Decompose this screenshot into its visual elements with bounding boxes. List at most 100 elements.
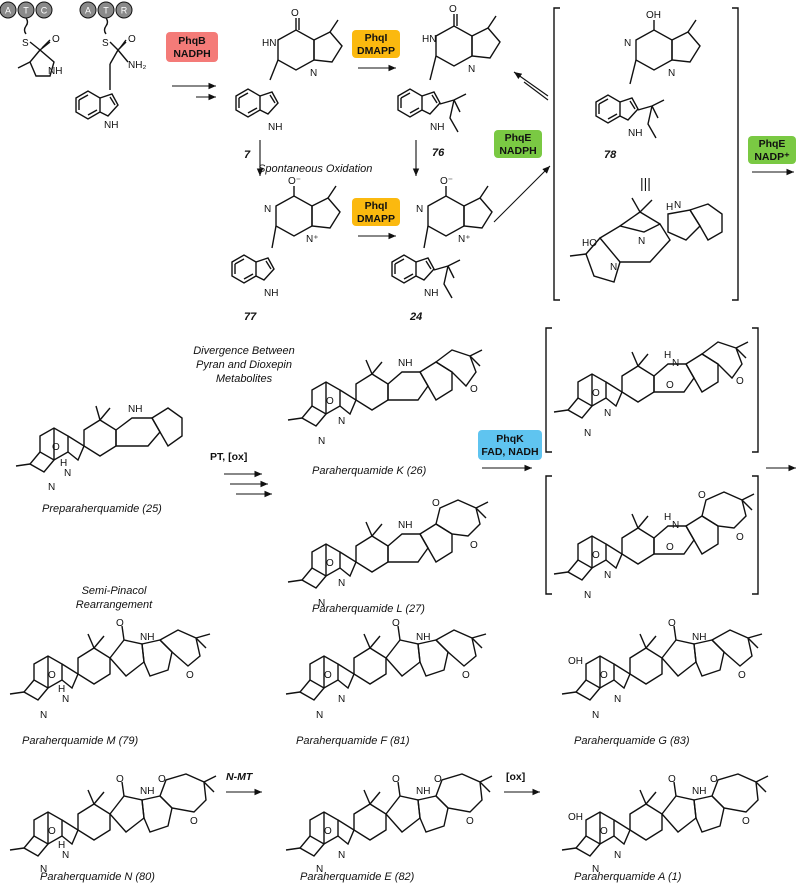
c78b-ho: HO: [582, 238, 597, 249]
c1-o-oxindole: O: [668, 774, 676, 785]
compound-26-label-text: Paraherquamide K (26): [312, 465, 427, 477]
compound-78-3d-structure: H N HO N N: [569, 197, 723, 283]
compound-83-structure: O NH O OH O N N: [561, 618, 763, 721]
epoxide-pyran-structure: H N O O O N N: [553, 341, 749, 439]
phqi-top-cofactor: DMAPP: [357, 45, 395, 57]
c27-o2: O: [470, 540, 478, 551]
atom-o2: O: [128, 34, 136, 45]
compound-82-structure: O NH O O O N N: [285, 773, 493, 875]
compound-76-label: 76: [432, 147, 445, 159]
c80-o1: O: [158, 774, 166, 785]
domain-a2-label: A: [85, 6, 91, 16]
c82-n2: N: [316, 864, 323, 875]
c79-o-oxindole: O: [116, 618, 124, 629]
phqe-nadp-name: PhqE: [759, 138, 786, 150]
epox1-o-pyran: O: [736, 376, 744, 387]
compound-79-structure: O NH O O H N N: [9, 618, 211, 721]
pt-ox-label: PT, [ox]: [210, 451, 247, 463]
c81-o-oxindole: O: [392, 618, 400, 629]
c7-o: O: [291, 8, 299, 19]
c81-n2: N: [316, 710, 323, 721]
c78-n2: N: [668, 68, 675, 79]
c24-nh: NH: [424, 288, 438, 299]
c77-n1: N: [264, 204, 271, 215]
c80-n1: N: [62, 850, 69, 861]
c77-n2: N⁺: [306, 234, 319, 245]
divergence-note: Divergence Between Pyran and Dioxepin Me…: [193, 345, 295, 385]
phqi-bottom-box: [352, 198, 400, 226]
epox2-o: O: [666, 542, 674, 553]
c79-n2: N: [40, 710, 47, 721]
bracket-epox1-right: [752, 327, 759, 453]
c7-hn: HN: [262, 38, 276, 49]
c1-n1: N: [614, 850, 621, 861]
atom-o: O: [52, 34, 60, 45]
c1-nh: NH: [692, 786, 706, 797]
c81-nh: NH: [416, 632, 430, 643]
c1-o2: O: [742, 816, 750, 827]
phqi-top-name: PhqI: [365, 32, 388, 44]
c1-oh: OH: [568, 812, 583, 823]
arrow-78-to-76: [513, 71, 549, 97]
c25-n2: N: [48, 482, 55, 493]
c77-o: O⁻: [288, 176, 301, 187]
proline-thioester-structure: S O NH: [17, 17, 62, 77]
c78b-h: H: [666, 202, 673, 213]
c83-o: O: [600, 670, 608, 681]
domain-c: C: [35, 1, 53, 19]
epox2-n1: N: [604, 570, 611, 581]
c78b-n3: N: [610, 262, 617, 273]
compound-26-label: Paraherquamide K (26): [312, 465, 427, 477]
domain-a1-label: A: [5, 6, 11, 16]
epoxide-dioxepin-structure: H N O O O O N N: [553, 490, 755, 601]
c78b-n2: N: [638, 236, 645, 247]
atom-nh2: NH₂: [128, 60, 146, 71]
compound-77-label: 77: [244, 311, 257, 323]
c79-h: H: [58, 684, 65, 695]
c77-nh: NH: [264, 288, 278, 299]
atom-nh: NH: [48, 66, 62, 77]
compound-81-structure: O NH O O N N: [285, 618, 487, 721]
domain-c-label: C: [41, 6, 48, 16]
c76-n: N: [468, 64, 475, 75]
bracket-78-left: [553, 7, 560, 301]
nrps-domains: A T C A T R: [0, 1, 133, 19]
c82-o2: O: [466, 816, 474, 827]
c26-o-pyran: O: [470, 384, 478, 395]
c79-o: O: [48, 670, 56, 681]
epox2-n: N: [672, 520, 679, 531]
c80-nh: NH: [140, 786, 154, 797]
phqi-top-box: [352, 30, 400, 58]
compound-24-structure: O⁻ N N⁺ NH: [391, 176, 493, 299]
phqe-nadph-name: PhqE: [505, 132, 532, 144]
c79-n1: N: [62, 694, 69, 705]
enzyme-phqi-top: PhqI DMAPP: [352, 30, 400, 58]
c83-o-pyran: O: [738, 670, 746, 681]
compound-1-label: Paraherquamide A (1): [574, 871, 682, 883]
c1-n2: N: [592, 864, 599, 875]
c7-n: N: [310, 68, 317, 79]
domain-a2: A: [79, 1, 97, 19]
c7-nh: NH: [268, 122, 282, 133]
c82-n1: N: [338, 850, 345, 861]
c76-o: O: [449, 4, 457, 15]
atom-s2: S: [102, 38, 109, 49]
phqe-nadp-box: [748, 136, 796, 164]
c27-n2: N: [318, 598, 325, 609]
compound-80-label: Paraherquamide N (80): [40, 871, 155, 883]
phqe-nadph-cofactor: NADPH: [499, 145, 536, 157]
c26-o: O: [326, 396, 334, 407]
c80-o: O: [48, 826, 56, 837]
bracket-epox2-left: [545, 475, 552, 595]
domain-r: R: [115, 1, 133, 19]
compound-7-structure: O HN N NH: [235, 8, 343, 133]
compound-27-structure: NH O O O N N: [287, 498, 489, 609]
c25-nh-indole: NH: [128, 404, 142, 415]
tryptophan-thioester-structure: S O NH₂ NH: [75, 17, 146, 131]
enzyme-phqe-nadph: PhqE NADPH: [494, 130, 542, 158]
enzyme-phqk: PhqK FAD, NADH: [478, 430, 542, 460]
compound-26-structure: NH O O N N: [287, 349, 483, 447]
domain-t1-label: T: [23, 6, 29, 16]
bracket-epox2-right: [752, 475, 759, 595]
